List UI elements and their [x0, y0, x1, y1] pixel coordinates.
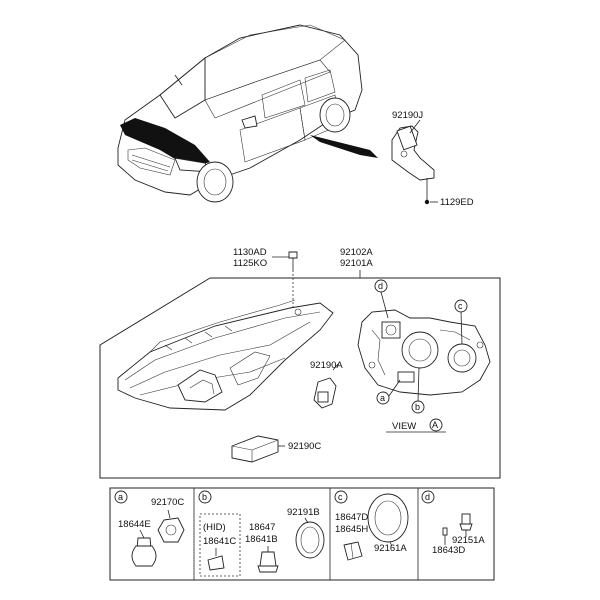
- label-92170C: 92170C: [151, 497, 184, 508]
- bulb-panel-frame: [109, 487, 495, 581]
- part-92190C-ballast: [231, 435, 285, 463]
- callout-a-top: a: [376, 379, 401, 405]
- svg-text:b: b: [415, 402, 420, 412]
- callout-b-top: b: [411, 367, 425, 414]
- bolt-1130AD: [288, 251, 298, 310]
- svg-text:c: c: [458, 301, 463, 311]
- label-92190C: 92190C: [288, 441, 321, 452]
- assembly-frame: [99, 277, 501, 479]
- svg-text:d: d: [425, 492, 430, 502]
- svg-text:c: c: [338, 492, 343, 502]
- label-92151A: 92151A: [452, 535, 485, 546]
- svg-text:a: a: [380, 393, 385, 403]
- view-letter: A: [432, 420, 438, 430]
- part-92190A-actuator: [313, 363, 339, 409]
- label-1125KO: 1125KO: [233, 258, 267, 269]
- view-label: VIEW: [392, 421, 416, 432]
- label-92190A: 92190A: [310, 360, 343, 371]
- label-18641B: 18641B: [245, 534, 278, 545]
- label-18643D: 18643D: [432, 545, 465, 556]
- callout-c-top: c: [454, 299, 468, 345]
- label-92191B: 92191B: [287, 507, 320, 518]
- label-92161A: 92161A: [374, 543, 407, 554]
- svg-text:b: b: [202, 492, 207, 502]
- svg-text:a: a: [118, 492, 123, 502]
- panel-b: b (HID) 18641C 18647 18641B 92191B: [198, 490, 325, 577]
- label-1129ED: 1129ED: [440, 197, 474, 208]
- label-18641C: 18641C: [203, 536, 236, 547]
- label-18647D: 18647D: [335, 512, 368, 523]
- label-92190J: 92190J: [392, 110, 423, 121]
- svg-text:d: d: [378, 281, 383, 291]
- vehicle-illustration: [117, 24, 378, 203]
- label-92101A: 92101A: [340, 258, 373, 269]
- callout-d-top: d: [374, 279, 389, 319]
- label-18645H: 18645H: [335, 524, 368, 535]
- headlamp-rear-view: [357, 309, 491, 396]
- label-1130AD: 1130AD: [233, 247, 267, 258]
- panel-c: c 18647D 18645H 92161A: [334, 490, 409, 561]
- label-18647: 18647: [249, 522, 275, 533]
- headlamp-assembly: [117, 299, 334, 411]
- panel-a: a 92170C 18644E: [114, 490, 185, 567]
- label-18644E: 18644E: [118, 519, 151, 530]
- part-92190J-bracket: [391, 119, 438, 205]
- label-92102A: 92102A: [340, 247, 373, 258]
- panel-d: d 92151A 18643D: [421, 490, 485, 556]
- label-hid: (HID): [203, 522, 226, 533]
